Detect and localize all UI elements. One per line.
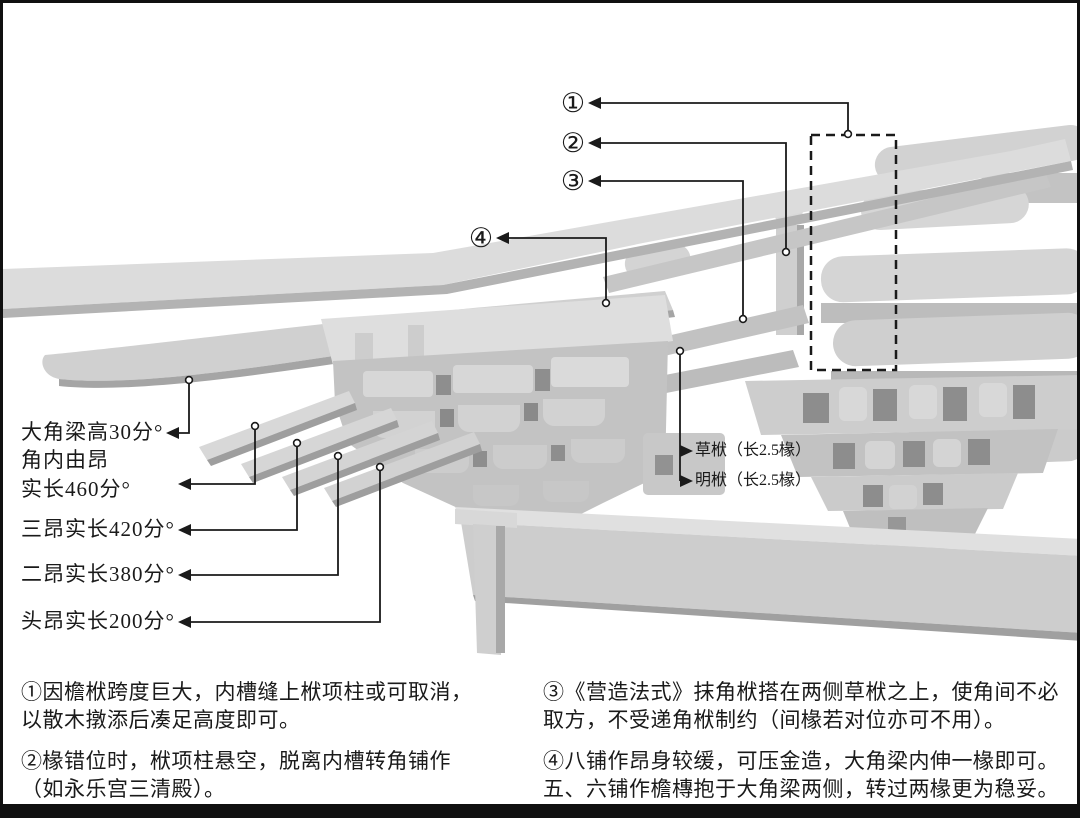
dashed-highlight-box — [809, 133, 898, 372]
label-ming-fu: 明栿（长2.5椽） — [695, 472, 812, 489]
note-2: ②椽错位时，栿项柱悬空，脱离内槽转角铺作（如永乐宫三清殿）。 — [21, 748, 451, 801]
callout-2: ② — [560, 128, 586, 158]
label-corner-beam-height: 大角梁高30分° — [21, 420, 164, 444]
note-3: ③《营造法式》抹角栿搭在两侧草栿之上，使角间不必取方，不受递角栿制约（间椽若对位… — [543, 680, 1059, 732]
label-cao-fu: 草栿（长2.5椽） — [695, 442, 812, 459]
label-second-ang: 二昂实长380分° — [21, 562, 175, 586]
notes-right-column: ③《营造法式》抹角栿搭在两侧草栿之上，使角间不必取方，不受递角栿制约（间椽若对位… — [543, 679, 1075, 804]
label-first-ang: 头昂实长200分° — [21, 609, 175, 633]
left-bracket-cluster — [199, 295, 725, 523]
label-corner-ang-line2: 实长460分° — [21, 477, 131, 501]
arrowheads — [166, 97, 693, 628]
structure-illustration — [3, 97, 1077, 655]
floor-beams — [455, 507, 1077, 655]
label-corner-ang-line1: 角内由昂 — [21, 448, 109, 472]
leader-end-markers — [184, 129, 853, 472]
callout-3: ③ — [560, 166, 586, 196]
callout-1: ① — [560, 88, 586, 118]
note-1: ①因檐栿跨度巨大，内槽缝上栿项柱或可取消，以散木撴添后凑足高度即可。 — [21, 680, 473, 732]
label-third-ang: 三昂实长420分° — [21, 517, 175, 541]
callout-4: ④ — [468, 223, 494, 253]
notes-left-column: ①因檐栿跨度巨大，内槽缝上栿项柱或可取消，以散木撴添后凑足高度即可。 ②椽错位时… — [21, 679, 527, 804]
leader-lines — [166, 97, 853, 628]
right-bracket-cluster — [745, 375, 1077, 563]
note-4: ④八铺作昂身较缓，可压金造，大角梁内伸一椽即可。五、六铺作檐槫抱于大角梁两侧，转… — [543, 748, 1059, 801]
